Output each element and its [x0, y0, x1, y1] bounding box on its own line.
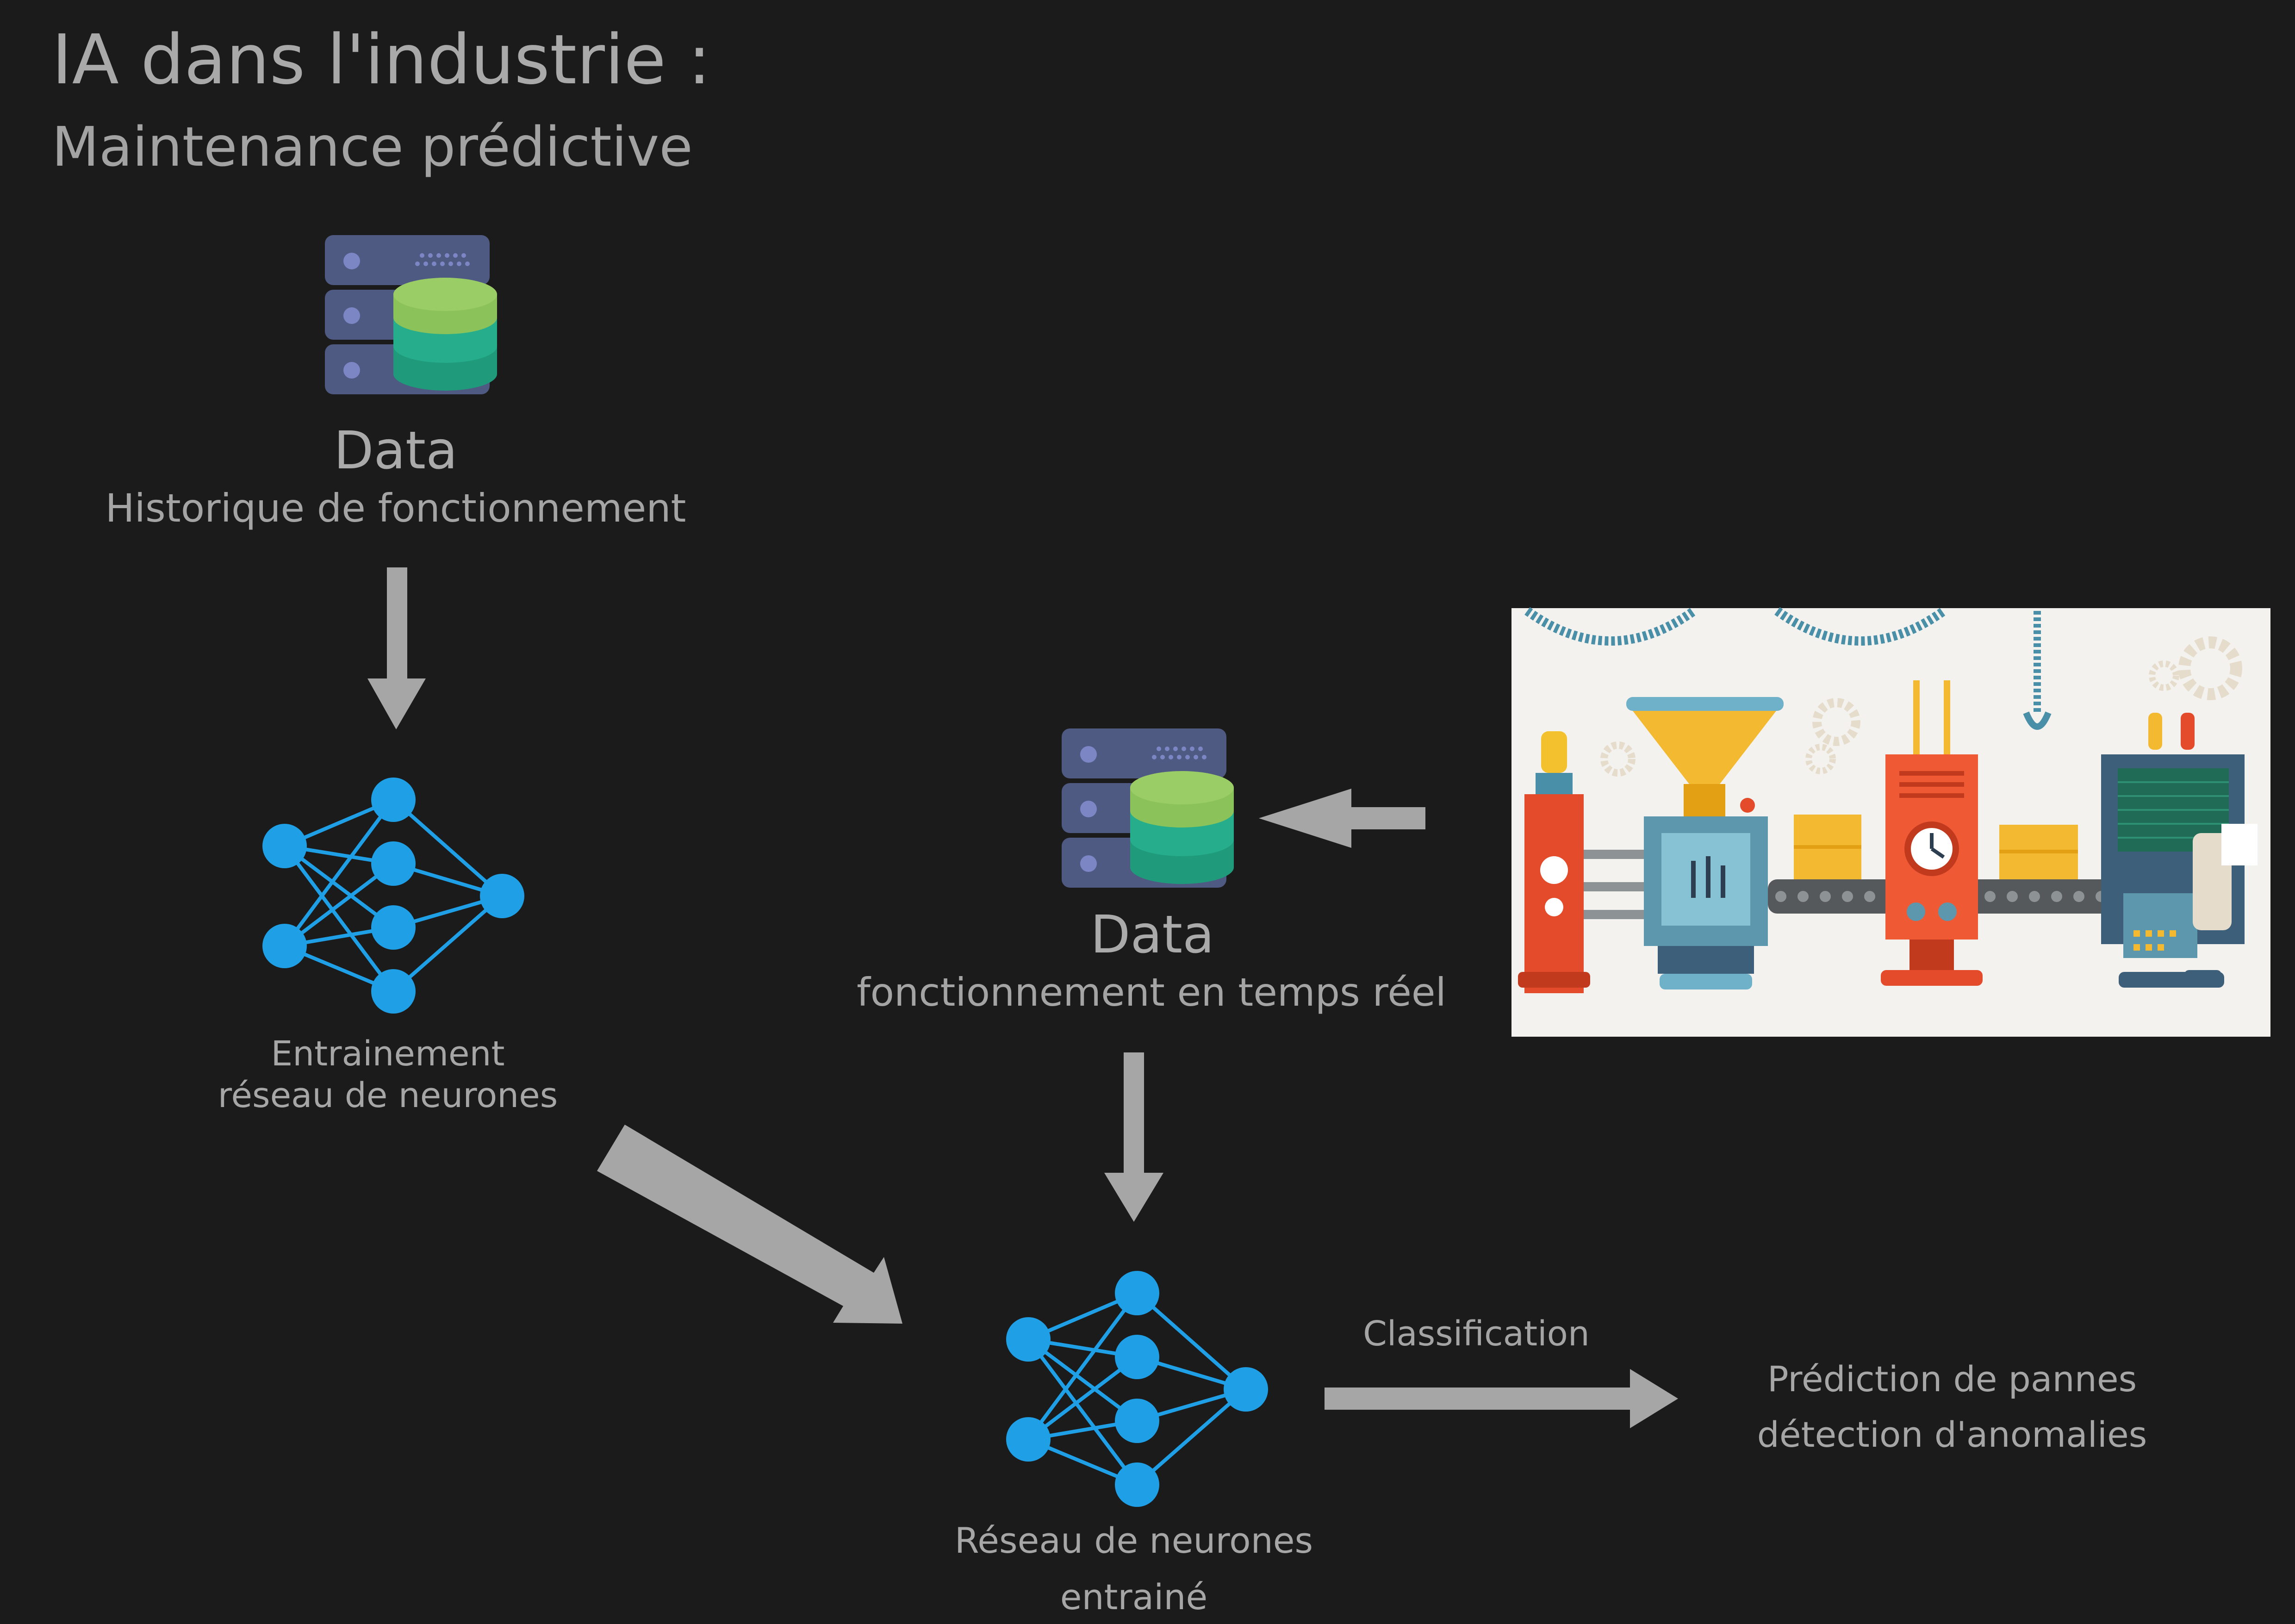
prediction-output-line1: Prédiction de pannes: [1767, 1358, 2137, 1400]
trained-network-icon: [1006, 1271, 1268, 1507]
realtime-database-icon: [1062, 728, 1234, 888]
history-data-heading: Data: [334, 421, 458, 481]
classification-label: Classification: [1363, 1314, 1590, 1354]
trained-network-label-line1: Réseau de neurones: [954, 1520, 1313, 1561]
arrow-classification: [1325, 1369, 1678, 1428]
history-data-caption: Historique de fonctionnement: [105, 485, 686, 531]
training-label-line2: réseau de neurones: [218, 1076, 558, 1116]
trained-network-label-line2: entrainé: [1060, 1576, 1208, 1618]
page-title: IA dans l'industrie :: [52, 20, 711, 100]
prediction-output: Prédiction de pannes détection d'anomali…: [1757, 1351, 2147, 1462]
history-database-icon: [325, 235, 497, 394]
training-label-line1: Entrainement: [271, 1034, 505, 1074]
factory-assembly-line-illustration: [1511, 607, 2270, 1037]
arrow-data-to-trained: [1104, 1052, 1163, 1222]
realtime-data-caption: fonctionnement en temps réel: [857, 970, 1446, 1015]
arrow-factory-to-data: [1259, 789, 1425, 848]
realtime-data-heading: Data: [1090, 905, 1214, 965]
prediction-output-line2: détection d'anomalies: [1757, 1414, 2147, 1456]
trained-network-label: Réseau de neurones entrainé: [955, 1512, 1313, 1624]
arrow-training-to-trained: [597, 1125, 902, 1324]
training-network-icon: [262, 778, 524, 1014]
training-label: Entrainement réseau de neurones: [218, 1033, 558, 1117]
arrow-history-to-training: [367, 567, 426, 729]
page-subtitle: Maintenance prédictive: [52, 115, 693, 179]
